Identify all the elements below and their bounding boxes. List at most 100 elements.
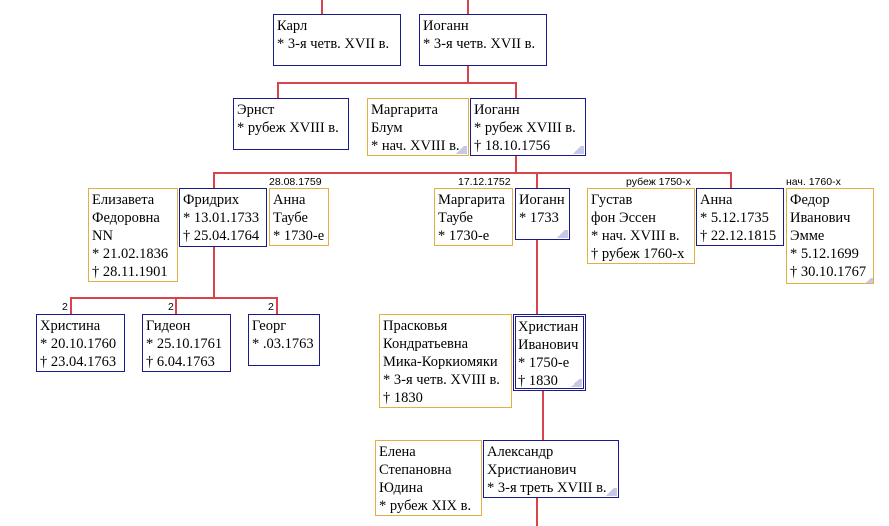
- person-card-fedor[interactable]: Федор Иванович Эмме * 5.12.1699 † 30.10.…: [786, 188, 874, 284]
- person-surname: фон Эссен: [591, 210, 656, 226]
- person-name: Маргарита: [438, 192, 505, 208]
- link-gideon-up: [175, 297, 177, 314]
- marriage-date-label: нач. 1760-х: [786, 176, 841, 188]
- person-birth: * 20.10.1760: [40, 336, 117, 352]
- link-iogann1-up: [467, 0, 469, 14]
- person-birth: * 3-я четв. XVII в.: [277, 36, 390, 52]
- person-death: † 25.04.1764: [183, 228, 260, 244]
- person-birth: * 1750-е: [518, 355, 570, 371]
- person-name: Маргарита: [371, 102, 438, 118]
- person-patronymic: Иванович: [518, 337, 579, 353]
- expand-corner-icon[interactable]: [568, 379, 582, 387]
- expand-corner-icon[interactable]: [554, 230, 568, 238]
- link-iogann1-down: [467, 65, 469, 83]
- person-birth: * рубеж XVIII в.: [474, 120, 576, 136]
- person-card-georg[interactable]: Георг * .03.1763: [248, 314, 320, 366]
- marriage-date-label: рубеж 1750-х: [626, 176, 691, 188]
- person-name: Эрнст: [237, 102, 275, 118]
- person-birth: * рубеж XVIII в.: [237, 120, 339, 136]
- link-georg-up: [276, 297, 278, 314]
- person-patronymic: Степановна: [379, 462, 452, 478]
- person-name: Елена: [379, 444, 416, 460]
- person-card-iogann[interactable]: Иоганн * 3-я четв. XVII в.: [419, 14, 547, 66]
- person-name: Христиан: [518, 319, 579, 335]
- link-aleksandr-down: [536, 497, 538, 526]
- person-birth: * 25.10.1761: [146, 336, 223, 352]
- expand-corner-icon[interactable]: [570, 146, 584, 154]
- person-birth: * нач. XVIII в.: [371, 138, 460, 154]
- person-card-elizaveta[interactable]: Елизавета Федоровна NN * 21.02.1836 † 28…: [88, 188, 178, 282]
- link-anna-up: [730, 172, 732, 188]
- person-patronymic: Кондратьевна: [383, 336, 469, 352]
- link-iogann2-up: [515, 82, 517, 98]
- person-birth: * 1730-е: [273, 228, 325, 244]
- person-card-iogann[interactable]: Иоганн * рубеж XVIII в. † 18.10.1756: [470, 98, 586, 156]
- person-card-iogann[interactable]: Иоганн * 1733: [515, 188, 570, 240]
- expand-corner-icon[interactable]: [603, 488, 617, 496]
- person-card-elena[interactable]: Елена Степановна Юдина * рубеж XIX в.: [375, 440, 482, 516]
- expand-corner-icon[interactable]: [863, 278, 873, 283]
- person-name: Александр: [487, 444, 554, 460]
- marriage-date-label: 17.12.1752: [458, 176, 511, 188]
- person-card-khristian[interactable]: Христиан Иванович * 1750-е † 1830: [513, 314, 586, 391]
- person-name: Елизавета: [92, 192, 155, 208]
- person-birth: * 3-я четв. XVIII в.: [383, 372, 500, 388]
- person-name: Иоганн: [423, 18, 469, 34]
- person-death: † 1830: [518, 373, 558, 389]
- person-birth: * .03.1763: [252, 336, 314, 352]
- person-surname: Таубе: [273, 210, 308, 226]
- person-card-margarita-blum[interactable]: Маргарита Блум * нач. XVIII в.: [367, 98, 469, 156]
- person-name: Фридрих: [183, 192, 240, 208]
- person-surname: Юдина: [379, 480, 423, 496]
- link-fridrikh-up: [213, 172, 215, 188]
- link-gen4-horizontal: [70, 297, 278, 299]
- person-card-anna-taube[interactable]: Анна Таубе * 1730-е: [269, 188, 329, 246]
- marriage-date-label: 28.08.1759: [269, 176, 322, 188]
- person-patronymic: Федоровна: [92, 210, 160, 226]
- person-name: Карл: [277, 18, 308, 34]
- person-death: † 6.04.1763: [146, 354, 215, 370]
- link-gen2-horizontal: [277, 82, 517, 84]
- person-card-fridrikh[interactable]: Фридрих * 13.01.1733 † 25.04.1764: [179, 188, 267, 247]
- person-name: Георг: [252, 318, 287, 334]
- person-birth: * 1733: [519, 210, 559, 226]
- person-name: Густав: [591, 192, 633, 208]
- link-khristian-down: [542, 390, 544, 441]
- person-card-aleksandr[interactable]: Александр Христианович * 3-я треть XVIII…: [483, 440, 619, 498]
- person-surname: Блум: [371, 120, 403, 136]
- person-patronymic: Христианович: [487, 462, 577, 478]
- link-gen3-horizontal: [213, 172, 732, 174]
- person-name: Иоганн: [474, 102, 520, 118]
- person-death: † 23.04.1763: [40, 354, 117, 370]
- person-patronymic: Иванович: [790, 210, 851, 226]
- person-card-praskovya[interactable]: Прасковья Кондратьевна Мика-Коркиомяки *…: [379, 314, 512, 408]
- person-birth: * рубеж XIX в.: [379, 498, 472, 514]
- person-death: † 30.10.1767: [790, 264, 867, 280]
- link-iogann3-up: [536, 172, 538, 188]
- person-name: Федор: [790, 192, 830, 208]
- person-name: Гидеон: [146, 318, 191, 334]
- person-surname: NN: [92, 228, 113, 244]
- person-card-karl[interactable]: Карл * 3-я четв. XVII в.: [273, 14, 401, 66]
- person-death: † 1830: [383, 390, 423, 406]
- child-marriage-index: 2: [268, 301, 274, 313]
- person-card-gustav[interactable]: Густав фон Эссен * нач. XVIII в. † рубеж…: [587, 188, 695, 264]
- person-card-anna[interactable]: Анна * 5.12.1735 † 22.12.1815: [696, 188, 784, 246]
- person-birth: * 13.01.1733: [183, 210, 260, 226]
- person-death: † 22.12.1815: [700, 228, 777, 244]
- person-surname: Мика-Коркиомяки: [383, 354, 498, 370]
- link-khristina-up: [70, 297, 72, 314]
- person-birth: * 3-я четв. XVII в.: [423, 36, 536, 52]
- link-karl-up: [321, 0, 323, 14]
- person-card-margarita-taube[interactable]: Маргарита Таубе * 1730-е: [434, 188, 513, 246]
- person-birth: * 1730-е: [438, 228, 490, 244]
- child-marriage-index: 2: [62, 301, 68, 313]
- person-card-gideon[interactable]: Гидеон * 25.10.1761 † 6.04.1763: [142, 314, 231, 372]
- expand-corner-icon[interactable]: [453, 146, 467, 154]
- person-surname: Таубе: [438, 210, 473, 226]
- person-card-khristina[interactable]: Христина * 20.10.1760 † 23.04.1763: [36, 314, 125, 372]
- person-death: † 28.11.1901: [92, 264, 168, 280]
- person-card-ernst[interactable]: Эрнст * рубеж XVIII в.: [233, 98, 349, 150]
- person-surname: Эмме: [790, 228, 825, 244]
- person-death: † рубеж 1760-х: [591, 246, 685, 262]
